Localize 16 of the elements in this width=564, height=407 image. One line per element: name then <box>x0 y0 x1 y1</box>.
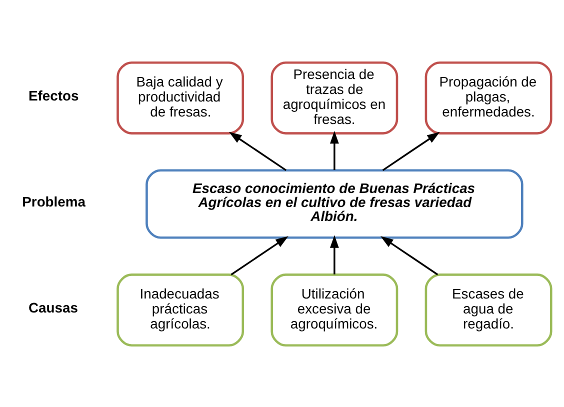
arrow <box>330 234 339 274</box>
node-box: Inadecuadas prácticas agrícolas. <box>116 273 244 346</box>
arrow <box>230 236 288 275</box>
node-box: Propagación de plagas, enfermedades. <box>424 60 552 134</box>
arrow <box>380 236 438 275</box>
node-box: Presencia de trazas de agroquímicos en fresas. <box>270 60 398 134</box>
label: Efectos <box>28 86 79 103</box>
label: Causas <box>28 298 78 315</box>
arrow <box>330 130 339 170</box>
arrow <box>382 131 440 171</box>
node-box: Utilización excesiva de agroquímicos. <box>270 273 398 346</box>
label: Problema <box>22 192 86 209</box>
arrow <box>228 131 287 171</box>
node-box: Escases de agua de regadío. <box>424 273 552 346</box>
node-box: Baja calidad y productividad de fresas. <box>116 60 244 134</box>
node-box: Escaso conocimiento de Buenas Prácticas Agrícolas en el cultivo de fresas variedad Albión. <box>146 168 524 238</box>
